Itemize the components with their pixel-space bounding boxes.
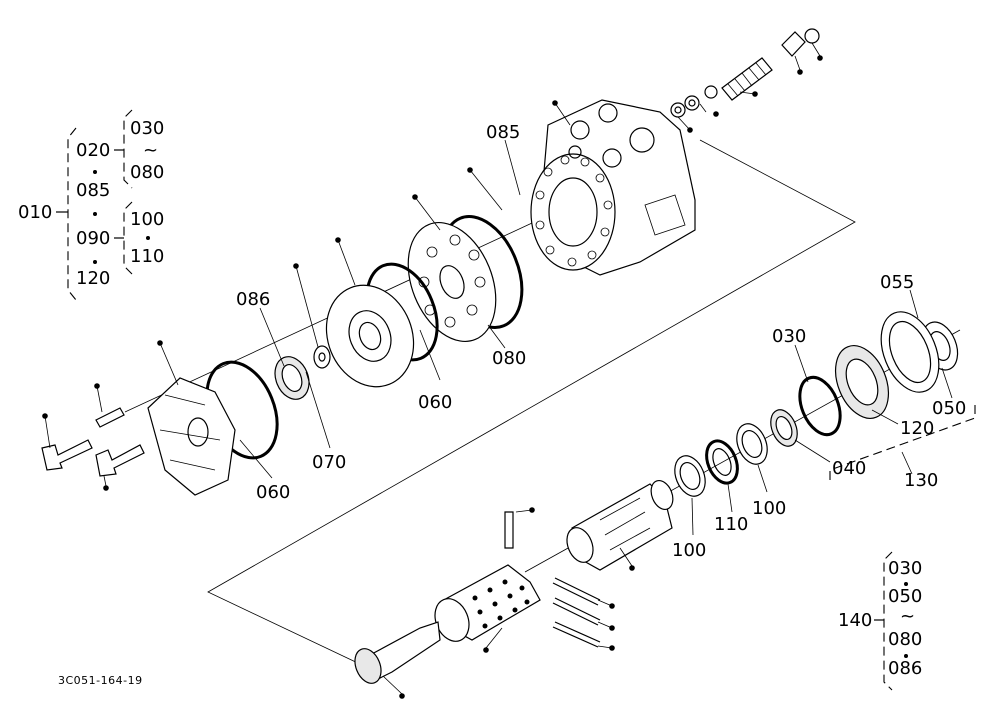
reference-dots [42, 55, 823, 699]
assembly-130-label: 130 [904, 470, 938, 491]
assembly-140-tree: 140 030 050 ~ 080 086 [838, 551, 922, 691]
group-090-item-110: 110 [130, 246, 164, 267]
bearing-110 [705, 439, 739, 485]
drawing-number: 3C051-164-19 [58, 674, 143, 687]
valve-housing [530, 99, 696, 276]
bolts [41, 407, 145, 477]
collar-086 [274, 356, 310, 400]
assembly-010-item-090: 090 [76, 228, 110, 249]
callout-086: 086 [236, 289, 270, 310]
callout-110: 110 [714, 514, 748, 535]
washer-100-right [736, 423, 768, 465]
callout-070: 070 [312, 452, 346, 473]
sleeve [434, 564, 541, 642]
assembly-140-item-080: 080 [888, 629, 922, 650]
bushing-120 [834, 345, 890, 419]
oring-030 [798, 375, 842, 437]
assembly-010-item-085: 085 [76, 180, 110, 201]
drive-shaft [354, 621, 441, 684]
washer-040 [770, 409, 798, 447]
washer-100-left [674, 455, 706, 497]
spacer-plate [407, 221, 497, 343]
callout-060-upper: 060 [418, 392, 452, 413]
assembly-130-bracket: 130 [829, 405, 976, 491]
assembly-010-tree: 010 020 085 090 120 030 ~ 080 100 110 [18, 109, 164, 301]
callout-030: 030 [772, 326, 806, 347]
callout-100-left: 100 [672, 540, 706, 561]
callout-040: 040 [832, 458, 866, 479]
spool [566, 479, 674, 571]
callout-050: 050 [932, 398, 966, 419]
end-cap [147, 377, 236, 496]
pin [504, 511, 514, 549]
callout-085: 085 [486, 122, 520, 143]
assembly-140-root: 140 [838, 610, 872, 631]
assembly-010-root: 010 [18, 202, 52, 223]
assembly-140-item-030: 030 [888, 558, 922, 579]
gerotor-assembly [325, 284, 415, 388]
callout-labels: 085 086 060 070 060 080 055 030 050 120 … [236, 122, 966, 561]
callout-120: 120 [900, 418, 934, 439]
callout-080: 080 [492, 348, 526, 369]
assembly-010-item-120: 120 [76, 268, 110, 289]
washer-070 [313, 345, 331, 369]
group-020-item-030: 030 [130, 118, 164, 139]
assembly-010-item-020: 020 [76, 140, 110, 161]
callout-100-right: 100 [752, 498, 786, 519]
assembly-140-item-050: 050 [888, 586, 922, 607]
assembly-140-range: ~ [900, 606, 915, 627]
group-020-range: ~ [143, 140, 158, 161]
callout-055: 055 [880, 272, 914, 293]
leaf-springs [552, 577, 601, 648]
callout-060-lower: 060 [256, 482, 290, 503]
group-090-item-100: 100 [130, 209, 164, 230]
assembly-140-item-086: 086 [888, 658, 922, 679]
ring-055 [880, 311, 940, 393]
relief-valve-parts [670, 28, 820, 118]
group-020-item-080: 080 [130, 162, 164, 183]
